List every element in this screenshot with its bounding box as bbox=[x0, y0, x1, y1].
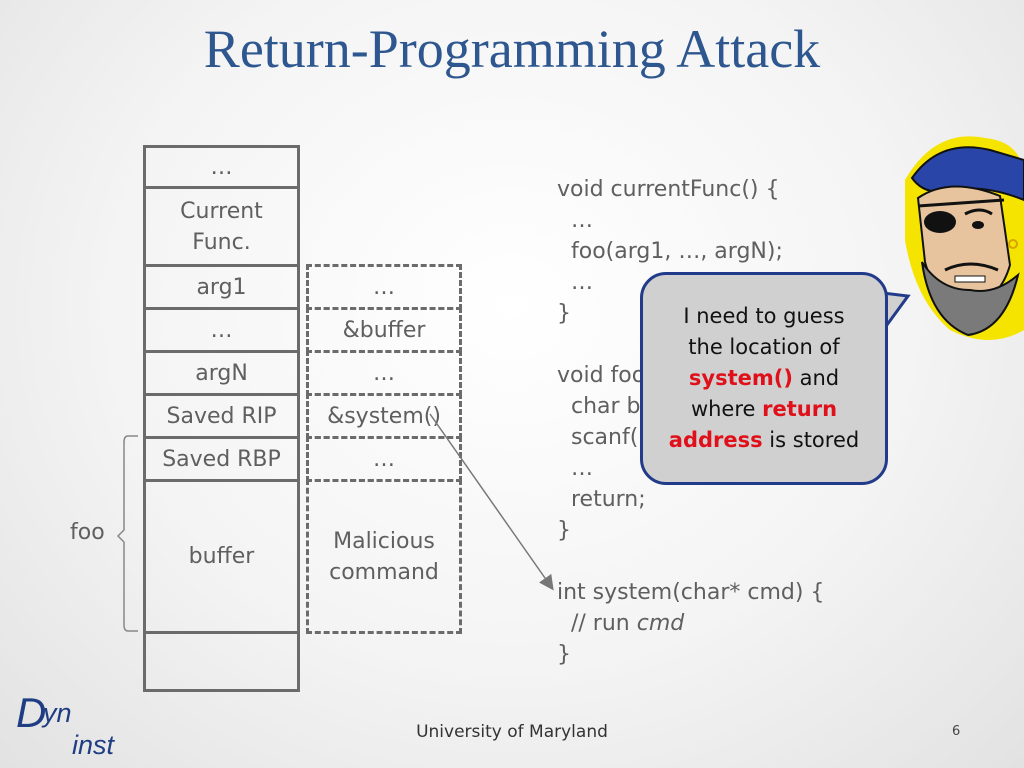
code-line: … bbox=[557, 208, 593, 233]
bubble-stored: is stored bbox=[762, 428, 860, 452]
dyninst-logo: D yn inst bbox=[16, 689, 116, 760]
page-number: 6 bbox=[952, 724, 961, 739]
code-line: return; bbox=[557, 487, 646, 512]
foo-brace bbox=[116, 435, 138, 632]
stack-cell-saved-rip: Saved RIP bbox=[143, 393, 300, 439]
stack-cell-bottom bbox=[143, 631, 300, 692]
bubble-return-highlight: return bbox=[762, 397, 838, 421]
bubble-where: where bbox=[690, 397, 763, 421]
footer-text: University of Maryland bbox=[416, 722, 608, 742]
bubble-and: and bbox=[792, 366, 840, 390]
code-line: // run bbox=[557, 611, 637, 636]
code-line: foo(arg1, …, argN); bbox=[557, 239, 783, 264]
code-line: … bbox=[557, 456, 593, 481]
stack-cell-current-func: Current Func. bbox=[143, 186, 300, 267]
speech-bubble-text: I need to guess the location of system()… bbox=[669, 301, 859, 456]
code-line: void currentFunc() { bbox=[557, 177, 780, 202]
pirate-image bbox=[905, 136, 1024, 340]
svg-text:inst: inst bbox=[72, 730, 116, 760]
svg-text:D: D bbox=[16, 689, 46, 736]
svg-text:yn: yn bbox=[41, 698, 72, 728]
code-line: } bbox=[557, 518, 571, 543]
stack-cell-buffer: buffer bbox=[143, 479, 300, 634]
code-line: int system(char* cmd) { bbox=[557, 580, 825, 605]
bubble-line-2: the location of bbox=[688, 335, 840, 359]
bubble-address-highlight: address bbox=[668, 428, 763, 452]
system-pointer-arrow bbox=[429, 413, 554, 591]
code-line: } bbox=[557, 301, 571, 326]
code-italic-word: cmd bbox=[636, 611, 685, 636]
slide-title: Return-Programming Attack bbox=[203, 19, 821, 79]
bubble-system-highlight: system() bbox=[688, 366, 793, 390]
foo-frame-label: foo bbox=[70, 520, 105, 545]
speech-bubble: I need to guess the location of system()… bbox=[640, 272, 888, 485]
code-line: } bbox=[557, 642, 571, 667]
bubble-line-1: I need to guess bbox=[683, 304, 845, 328]
code-line: … bbox=[557, 270, 593, 295]
payload-cell-malicious-command: Malicious command bbox=[306, 479, 462, 634]
